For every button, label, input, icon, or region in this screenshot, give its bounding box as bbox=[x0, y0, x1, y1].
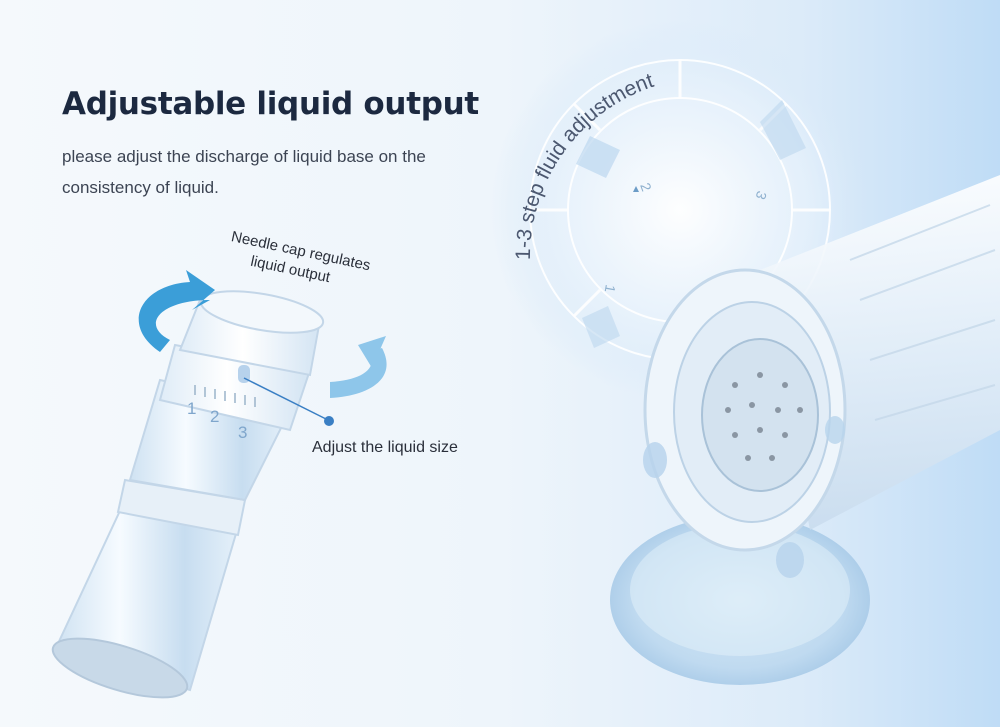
needle-cartridge: 1 2 3 bbox=[51, 290, 325, 699]
cap-scale-1: 1 bbox=[187, 399, 196, 418]
rotate-arrow-icon bbox=[138, 270, 387, 398]
page-description: please adjust the discharge of liquid ba… bbox=[62, 147, 426, 197]
adjust-callout bbox=[243, 377, 334, 426]
adjust-liquid-size-label: Adjust the liquid size bbox=[312, 439, 458, 456]
cap-scale-3: 3 bbox=[238, 423, 247, 442]
page-title: Adjustable liquid output bbox=[62, 86, 479, 122]
cap-scale-2: 2 bbox=[210, 407, 219, 426]
needle-cap-label: Needle cap regulates liquid output bbox=[230, 228, 372, 286]
dial-number-1: 1 bbox=[602, 283, 619, 294]
microneedle-pen bbox=[643, 175, 1000, 578]
